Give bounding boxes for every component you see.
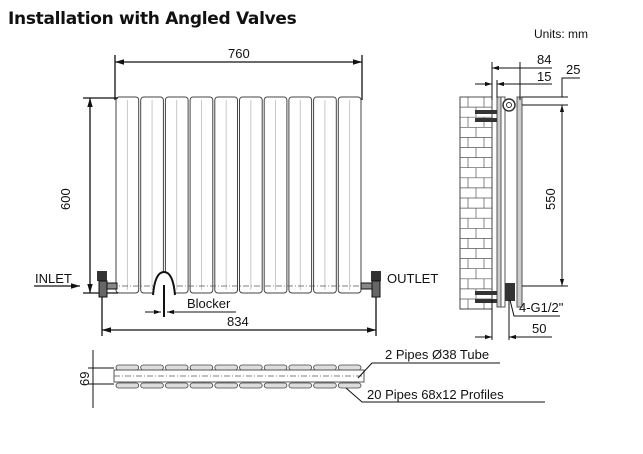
brick-wall [459, 96, 493, 310]
diagram-title: Installation with Angled Valves [8, 9, 297, 29]
units-label: Units: mm [534, 27, 588, 41]
gap-15-label: 15 [537, 69, 551, 84]
profile-pipe [189, 364, 214, 371]
blocker-label: Blocker [187, 296, 231, 311]
inlet-label: INLET [35, 271, 72, 286]
outlet-label: OUTLET [387, 271, 438, 286]
depth-69-label: 69 [77, 372, 92, 386]
pipe-centers-550-label: 550 [543, 188, 558, 210]
profile-pipe [164, 382, 189, 389]
width-760-label: 760 [228, 46, 250, 61]
side-view: 84 15 25 550 4-G1/2" 50 [459, 52, 580, 340]
tube-icon [502, 98, 516, 112]
profile-pipe [313, 382, 337, 389]
profile-pipe [189, 382, 214, 389]
profile-pipe [288, 382, 312, 389]
profile-pipe [337, 364, 362, 371]
depth-84-label: 84 [537, 52, 551, 67]
profile-pipe [239, 364, 263, 371]
top-offset-25-label: 25 [566, 62, 580, 77]
profile-pipe [313, 364, 337, 371]
tube-label: 2 Pipes Ø38 Tube [385, 347, 489, 362]
profile-label: 20 Pipes 68x12 Profiles [367, 387, 504, 402]
outlet-valve-icon [360, 271, 381, 298]
profile-pipe [164, 364, 189, 371]
radiator-columns [115, 96, 362, 294]
front-view: 760 600 INLET OUTLET Blocker [34, 46, 438, 336]
profile-pipe [214, 382, 238, 389]
height-600-label: 600 [58, 188, 73, 210]
profile-pipe [140, 382, 164, 389]
top-view: 69 2 Pipes Ø38 Tube 20 Pipes 68x12 Profi… [77, 347, 545, 408]
profile-pipe [263, 382, 288, 389]
profile-pipe [337, 382, 362, 389]
profile-pipe [115, 382, 140, 389]
inlet-valve-icon [97, 271, 118, 298]
connection-g12-label: 4-G1/2" [519, 300, 564, 315]
profile-pipe [214, 364, 238, 371]
profile-pipe [263, 364, 288, 371]
profile-pipe [140, 364, 164, 371]
side-valve-icon [505, 283, 515, 301]
profile-pipe [115, 364, 140, 371]
profiles [115, 364, 362, 389]
bottom-50-label: 50 [532, 321, 546, 336]
overall-width-834-label: 834 [227, 314, 249, 329]
profile-pipe [239, 382, 263, 389]
blocker-icon [152, 270, 176, 317]
profile-pipe [288, 364, 312, 371]
